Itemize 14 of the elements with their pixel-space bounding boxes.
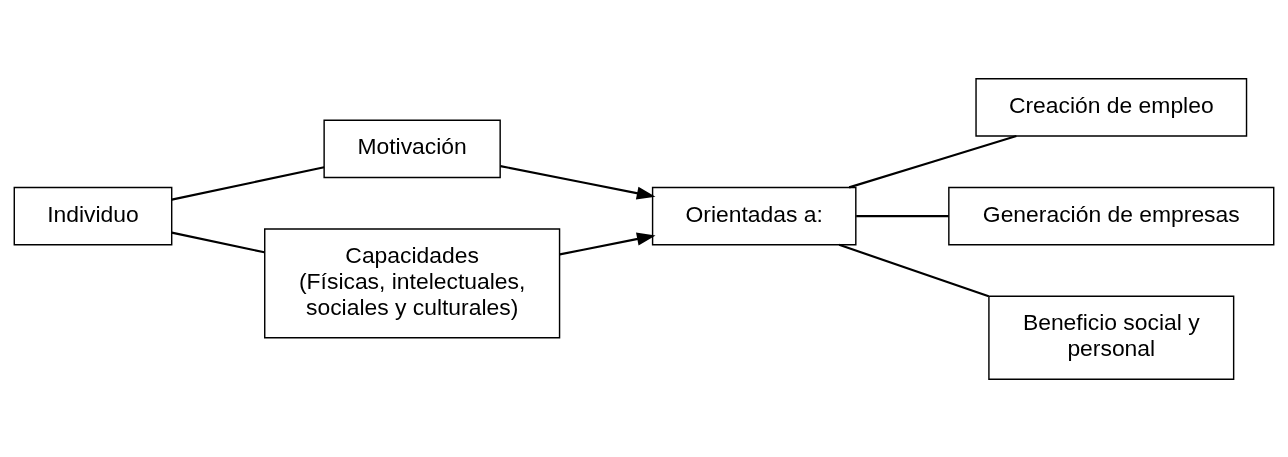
node-box: Individuo xyxy=(13,186,173,245)
connector xyxy=(856,214,949,217)
node-box: Beneficio social y personal xyxy=(988,295,1235,380)
arrow xyxy=(559,232,656,255)
arrow xyxy=(500,164,656,200)
connector xyxy=(171,165,325,201)
connector xyxy=(848,134,1017,188)
node-box: Creación de empleo xyxy=(975,77,1248,137)
node-box: Capacidades (Físicas, intelectuales, sociales y culturales) xyxy=(264,227,561,338)
node-box: Orientadas a: xyxy=(651,186,857,245)
node-box: Motivación xyxy=(323,119,501,178)
connector xyxy=(171,231,265,253)
node-box: Generación de empresas xyxy=(948,186,1275,245)
connector xyxy=(838,243,989,297)
